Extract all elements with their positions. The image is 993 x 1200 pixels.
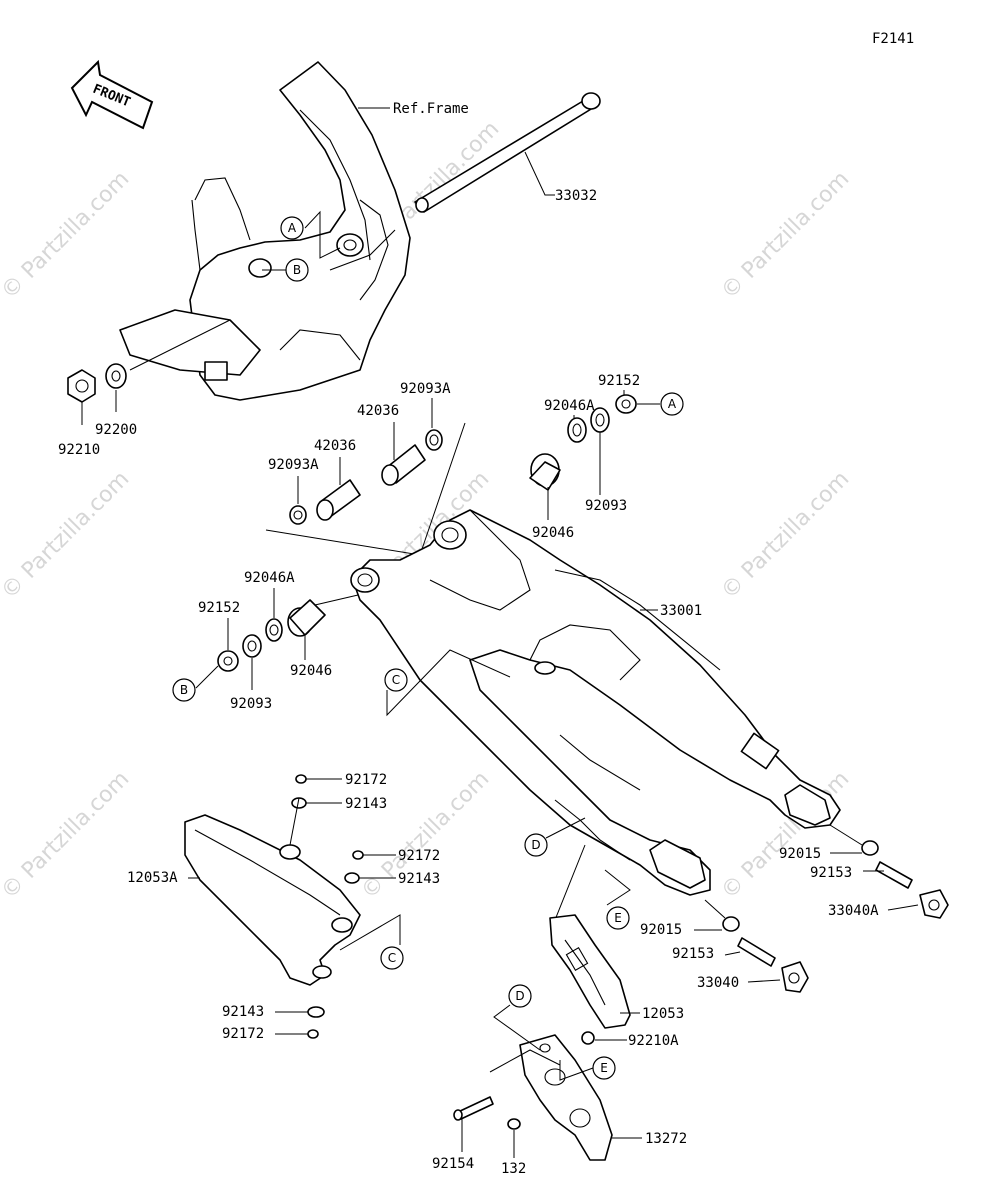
callout-a-right [660,392,684,416]
washer-92143-c [307,1006,325,1018]
part-33040A-label: 33040A [828,903,879,919]
nut-92210 [67,369,96,403]
callout-b-left [172,678,196,702]
frame-reference [119,61,411,401]
part-42036-upper-label: 42036 [357,403,399,419]
part-92143-b-label: 92143 [398,871,440,887]
callout-c-lower [380,946,404,970]
part-92093-left-label: 92093 [230,696,272,712]
part-92210A-label: 92210A [628,1033,679,1049]
bolt-92153-left [737,937,776,967]
watermark: © Partzilla.com [0,467,134,605]
part-92152-left-label: 92152 [198,600,240,616]
chain-slider-12053A [184,814,361,986]
callout-e-upper-text: E [614,911,622,925]
screw-92172-c [307,1029,319,1039]
part-33032-label: 33032 [555,188,597,204]
callout-e-lower-text: E [600,1061,608,1075]
nut-92015-right [861,840,879,856]
part-92046A-right-label: 92046A [544,398,595,414]
part-92152-right-label: 92152 [598,373,640,389]
part-92015-right-label: 92015 [779,846,821,862]
part-132-label: 132 [501,1161,526,1177]
washer-92143-b [344,872,360,884]
part-92046-right-label: 92046 [532,525,574,541]
callout-c-upper [384,668,408,692]
callout-b-left-text: B [180,683,188,697]
washer-92152-left [217,650,239,672]
washer-92200 [105,363,127,389]
part-92200-label: 92200 [95,422,137,438]
part-12053A-label: 12053A [127,870,178,886]
part-42036-lower-label: 42036 [314,438,356,454]
part-12053-label: 12053 [642,1006,684,1022]
screw-92172-b [352,850,364,860]
part-92093A-lower-label: 92093A [268,457,319,473]
callout-d-lower-text: D [515,989,524,1003]
seal-92046A-left [265,618,283,642]
callout-c-upper-text: C [392,673,400,687]
callout-b-text: B [293,263,301,277]
part-92154-label: 92154 [432,1156,474,1172]
collar-42036-upper [381,444,426,486]
seal-92093A-lower [289,505,307,525]
part-92153-right-label: 92153 [810,865,852,881]
callout-c-lower-text: C [388,951,396,965]
seal-92046A-right [567,417,587,443]
part-33001-label: 33001 [660,603,702,619]
part-92093A-upper-label: 92093A [400,381,451,397]
figure-code: F2141 [872,31,914,47]
callout-d-lower [508,984,532,1008]
part-33040-label: 33040 [697,975,739,991]
pivot-shaft [414,92,601,213]
part-92093-right-label: 92093 [585,498,627,514]
watermark: © Partzilla.com [0,767,134,905]
part-13272-label: 13272 [645,1131,687,1147]
adjuster-33040A [919,889,949,919]
callout-a-text: A [288,221,297,235]
part-92172-b-label: 92172 [398,848,440,864]
watermark: © Partzilla.com [717,467,855,605]
watermark: © Partzilla.com [0,167,134,305]
swingarm-33001 [350,509,841,896]
screw-92172-a [295,774,307,784]
part-92153-left-label: 92153 [672,946,714,962]
part-92210-label: 92210 [58,442,100,458]
callout-a-right-text: A [668,397,677,411]
callout-e-upper [606,906,630,930]
part-92046-left-label: 92046 [290,663,332,679]
part-92046A-left-label: 92046A [244,570,295,586]
seal-92093-left [242,634,262,658]
callout-a [280,216,304,240]
chain-guide-12053 [549,914,631,1029]
part-92015-left-label: 92015 [640,922,682,938]
watermark: © Partzilla.com [717,167,855,305]
ref-frame-label: Ref.Frame [393,101,469,117]
part-92172-a-label: 92172 [345,772,387,788]
callout-d-upper-text: D [531,838,540,852]
part-92143-a-label: 92143 [345,796,387,812]
bolt-92154 [453,1096,494,1121]
seal-92093A-upper [425,429,443,451]
washer-92152-right [615,394,637,414]
part-92143-c-label: 92143 [222,1004,264,1020]
bolt-92153-right [875,861,913,889]
nut-92210A [581,1031,595,1045]
adjuster-33040 [781,961,809,993]
chain-guard-13272 [519,1034,613,1161]
nut-92015-left [722,916,740,932]
watermarks: © Partzilla.com © Partzilla.com © Partzi… [0,117,854,905]
collar-42036-lower [316,479,361,521]
callout-d-upper [524,833,548,857]
part-92172-c-label: 92172 [222,1026,264,1042]
bolt-132 [507,1118,521,1130]
callout-b [285,258,309,282]
front-arrow-icon: FRONT [70,59,154,130]
